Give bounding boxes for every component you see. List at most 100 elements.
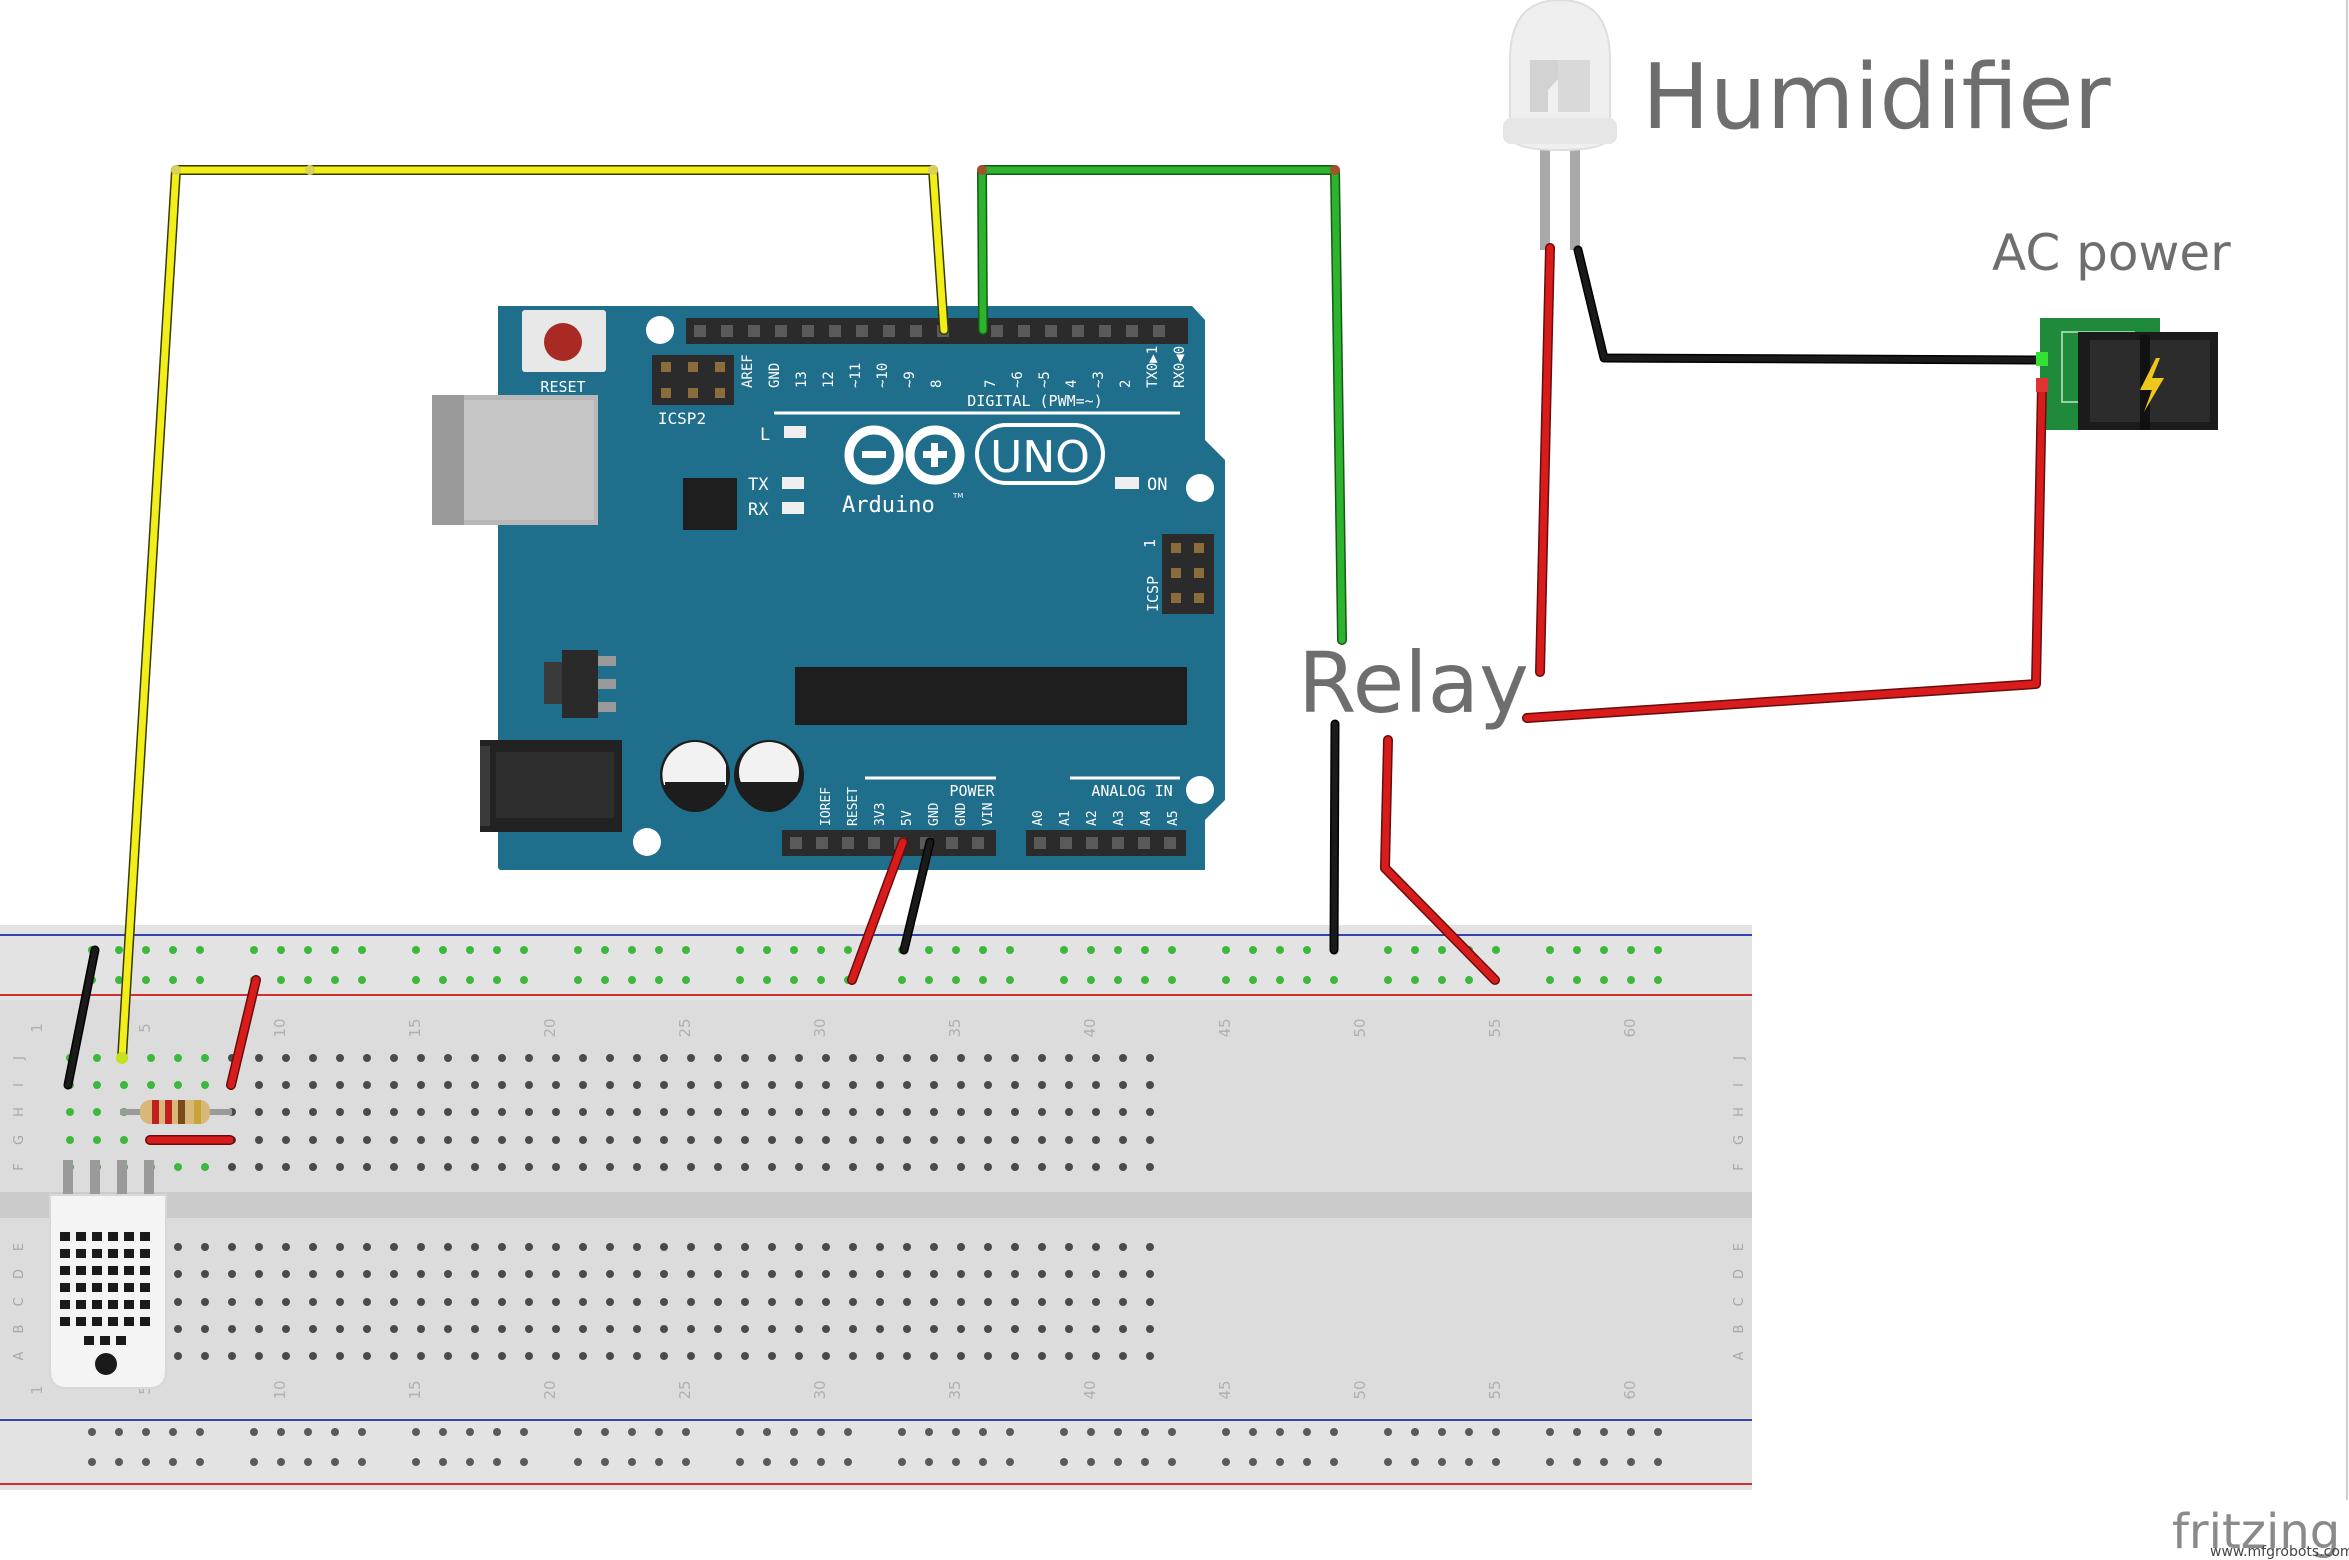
power-pin-label: 3V3 <box>873 803 888 826</box>
digital-pin-label: ~10 <box>875 363 891 388</box>
reset-button-cap <box>544 323 582 361</box>
power-pin-label: GND <box>927 802 942 826</box>
row-letter: H <box>12 1107 27 1117</box>
column-number: 15 <box>406 1380 424 1399</box>
analog-in-label: ANALOG IN <box>1091 782 1172 800</box>
fritzing-logo: fritzing <box>2172 1504 2340 1560</box>
trademark: TM <box>952 492 963 500</box>
relay-label: Relay <box>1298 634 1529 732</box>
row-letter: D <box>12 1269 27 1279</box>
row-letter: D <box>1732 1269 1747 1279</box>
icsp-label: ICSP <box>1144 576 1162 612</box>
column-number: 20 <box>541 1018 559 1037</box>
mount-hole <box>633 828 661 856</box>
l-led <box>784 426 806 438</box>
rx-label: RX <box>748 500 769 520</box>
row-letter: J <box>1732 1056 1747 1061</box>
column-number: 25 <box>676 1380 694 1399</box>
analog-pin-label: A4 <box>1139 810 1154 826</box>
icsp-header <box>1162 534 1214 614</box>
column-number: 1 <box>28 1023 46 1033</box>
mount-hole <box>1186 776 1214 804</box>
usb-chip <box>683 478 737 530</box>
lightning-icon <box>2140 358 2164 412</box>
analog-pin-label: A0 <box>1031 810 1046 826</box>
row-letter: A <box>12 1351 27 1360</box>
column-number: 30 <box>811 1018 829 1037</box>
digital-pin-label: RX0◀0 <box>1172 346 1188 388</box>
arduino-brand: Arduino <box>842 493 935 518</box>
row-letter: B <box>12 1325 27 1334</box>
column-number: 20 <box>541 1380 559 1399</box>
column-number: 5 <box>136 1023 154 1033</box>
column-number: 35 <box>946 1018 964 1037</box>
digital-pin-label: ~6 <box>1010 371 1026 388</box>
digital-pin-label: ~11 <box>848 363 864 388</box>
column-number: 50 <box>1351 1380 1369 1399</box>
column-number: 45 <box>1216 1018 1234 1037</box>
mount-hole <box>1186 474 1214 502</box>
digital-pin-label: 4 <box>1064 380 1080 388</box>
wires <box>63 165 2048 1145</box>
column-number: 40 <box>1081 1018 1099 1037</box>
row-letter: B <box>1732 1325 1747 1334</box>
arduino-logo-icon <box>844 425 965 485</box>
row-letter: C <box>1732 1297 1747 1306</box>
digital-pin-label: 12 <box>821 371 837 388</box>
column-number: 60 <box>1621 1018 1639 1037</box>
column-number: 55 <box>1486 1380 1504 1399</box>
digital-pin-label: ~9 <box>902 371 918 388</box>
power-header <box>782 830 996 856</box>
led-icon <box>1503 0 1617 250</box>
digital-pin-label: AREF <box>740 354 756 388</box>
column-number: 45 <box>1216 1380 1234 1399</box>
digital-pin-label: ~3 <box>1091 371 1107 388</box>
reset-label: RESET <box>540 378 585 396</box>
capacitor-icon <box>734 740 804 812</box>
tx-led <box>782 477 804 489</box>
column-number: 5 <box>136 1385 154 1395</box>
column-number: 10 <box>271 1380 289 1399</box>
column-number: 10 <box>271 1018 289 1037</box>
digital-pin-label: 7 <box>983 380 999 388</box>
digital-pin-label: TX0▶1 <box>1145 346 1161 388</box>
l-led-label: L <box>760 425 770 445</box>
row-letter: I <box>12 1083 27 1087</box>
power-pin-label: 5V <box>900 810 915 826</box>
digital-pin-label: 8 <box>929 380 945 388</box>
icsp-pin1-label: 1 <box>1141 539 1159 548</box>
digital-pin-label: GND <box>767 363 783 388</box>
dc-barrel-jack <box>480 740 622 832</box>
digital-pin-label: 13 <box>794 371 810 388</box>
row-letter: F <box>1732 1163 1747 1170</box>
rx-led <box>782 502 804 514</box>
row-letter: H <box>1732 1107 1747 1117</box>
digital-label: DIGITAL (PWM=~) <box>967 392 1102 410</box>
power-pin-label: GND <box>954 802 969 826</box>
analog-header <box>1026 830 1186 856</box>
analog-pin-label: A5 <box>1166 810 1181 826</box>
humidifier-label: Humidifier <box>1642 45 2111 150</box>
row-letter: F <box>12 1163 27 1170</box>
power-label: POWER <box>949 782 995 800</box>
analog-pin-label: A1 <box>1058 810 1073 826</box>
column-number: 30 <box>811 1380 829 1399</box>
power-pin-label: VIN <box>981 803 996 826</box>
uno-badge <box>975 423 1105 485</box>
arduino-uno-board: RESET ICSP2 AREF GND 13 12 ~11 ~10 ~9 8 7 ~6 ~5 4 ~3… <box>432 306 1225 870</box>
column-number: 25 <box>676 1018 694 1037</box>
column-number: 55 <box>1486 1018 1504 1037</box>
row-letter: J <box>12 1056 27 1061</box>
digital-pin-label: ~5 <box>1037 371 1053 388</box>
column-number: 40 <box>1081 1380 1099 1399</box>
column-number: 60 <box>1621 1380 1639 1399</box>
usb-port-icon <box>432 395 598 525</box>
icsp2-label: ICSP2 <box>658 409 706 428</box>
dht-sensor-icon <box>49 1160 167 1389</box>
